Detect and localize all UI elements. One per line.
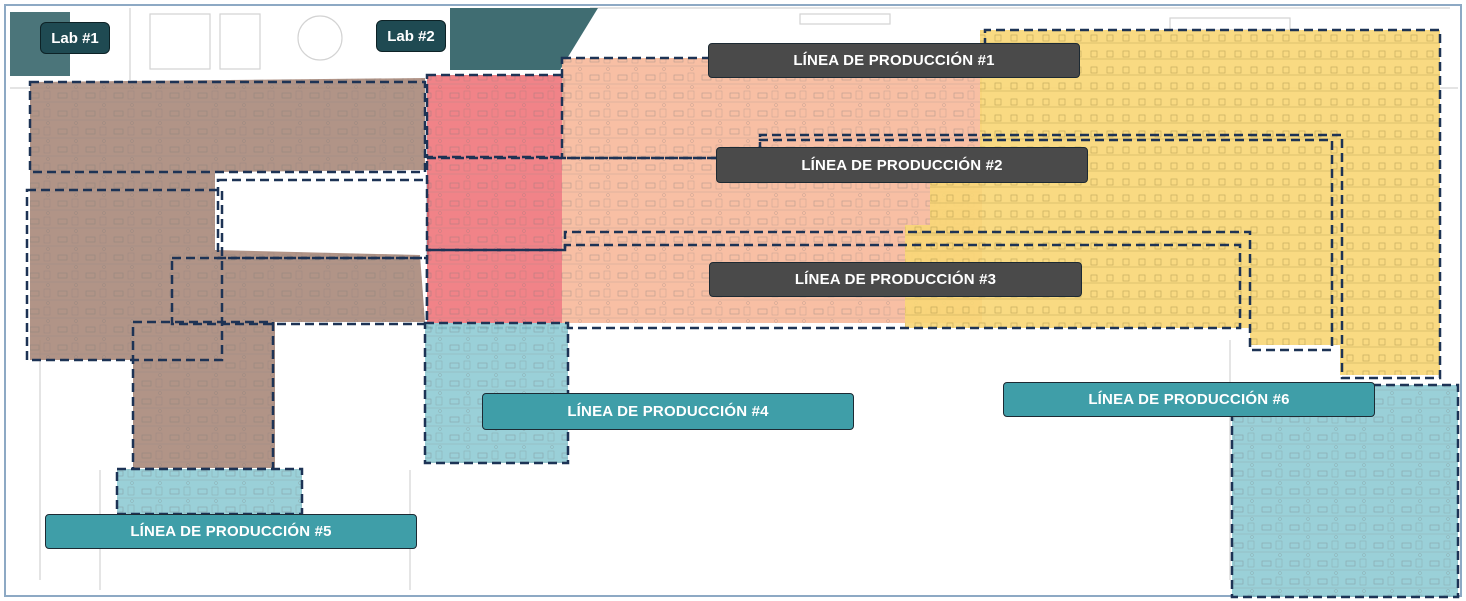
line3-label: LÍNEA DE PRODUCCIÓN #3 bbox=[709, 262, 1082, 297]
line5-label: LÍNEA DE PRODUCCIÓN #5 bbox=[45, 514, 417, 549]
line2-label: LÍNEA DE PRODUCCIÓN #2 bbox=[716, 147, 1088, 183]
line4-label: LÍNEA DE PRODUCCIÓN #4 bbox=[482, 393, 854, 430]
lab2-area bbox=[450, 8, 598, 70]
line1-label: LÍNEA DE PRODUCCIÓN #1 bbox=[708, 43, 1080, 78]
line6-label: LÍNEA DE PRODUCCIÓN #6 bbox=[1003, 382, 1375, 417]
zone-brown bbox=[25, 78, 430, 471]
zone-yellow bbox=[905, 30, 1440, 375]
lab2-label: Lab #2 bbox=[376, 20, 446, 52]
zone-line5 bbox=[115, 467, 304, 516]
lab1-label: Lab #1 bbox=[40, 22, 110, 54]
zone-red bbox=[425, 73, 566, 323]
